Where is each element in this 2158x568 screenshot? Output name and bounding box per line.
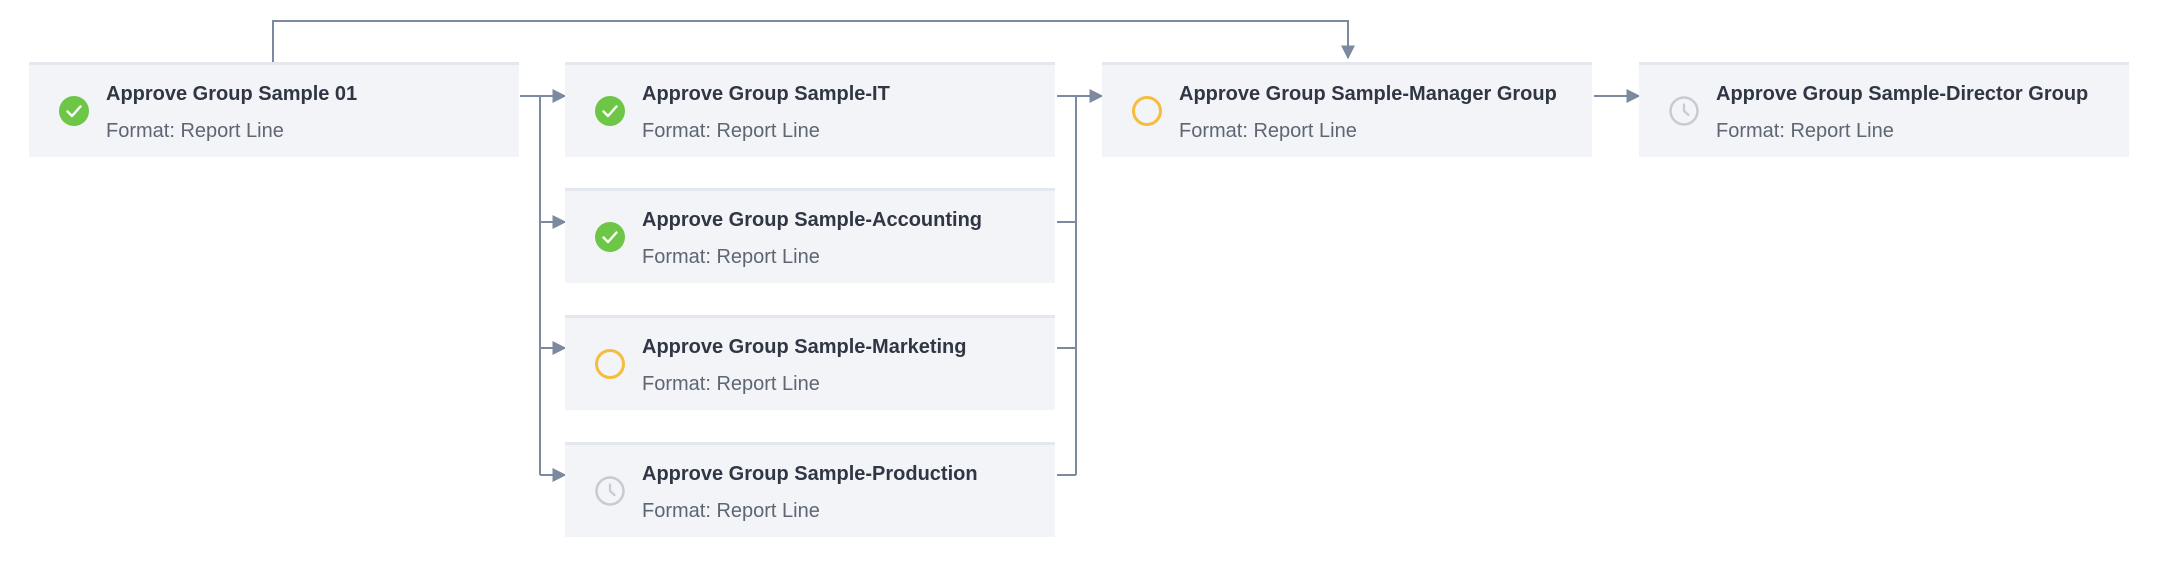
workflow-node-sample-01[interactable]: Approve Group Sample 01 Format: Report L…: [29, 62, 519, 157]
node-title: Approve Group Sample-IT: [642, 83, 890, 105]
check-circle-icon: [59, 96, 89, 126]
node-format: Format: Report Line: [642, 246, 820, 268]
clock-icon: [1669, 96, 1699, 126]
pending-circle-icon: [1132, 96, 1162, 126]
node-title: Approve Group Sample-Production: [642, 463, 978, 485]
node-format: Format: Report Line: [106, 120, 284, 142]
workflow-node-it[interactable]: Approve Group Sample-IT Format: Report L…: [565, 62, 1055, 157]
node-title: Approve Group Sample 01: [106, 83, 358, 105]
check-circle-icon: [595, 96, 625, 126]
node-title: Approve Group Sample-Manager Group: [1179, 83, 1557, 105]
clock-icon: [595, 476, 625, 506]
pending-circle-icon: [595, 349, 625, 379]
connector-bypass-to-manager: [272, 20, 1355, 62]
connector-fanin-trunk: [1057, 95, 1077, 475]
node-title: Approve Group Sample-Director Group: [1716, 83, 2089, 105]
node-title: Approve Group Sample-Marketing: [642, 336, 967, 358]
workflow-node-manager-group[interactable]: Approve Group Sample-Manager Group Forma…: [1102, 62, 1592, 157]
node-format: Format: Report Line: [642, 500, 820, 522]
node-format: Format: Report Line: [1716, 120, 1894, 142]
workflow-node-director-group[interactable]: Approve Group Sample-Director Group Form…: [1639, 62, 2129, 157]
node-format: Format: Report Line: [1179, 120, 1357, 142]
workflow-node-accounting[interactable]: Approve Group Sample-Accounting Format: …: [565, 188, 1055, 283]
node-format: Format: Report Line: [642, 120, 820, 142]
connector-fanout-trunk: [520, 95, 541, 475]
node-title: Approve Group Sample-Accounting: [642, 209, 983, 231]
workflow-node-production[interactable]: Approve Group Sample-Production Format: …: [565, 442, 1055, 537]
workflow-node-marketing[interactable]: Approve Group Sample-Marketing Format: R…: [565, 315, 1055, 410]
check-circle-icon: [595, 222, 625, 252]
node-format: Format: Report Line: [642, 373, 820, 395]
